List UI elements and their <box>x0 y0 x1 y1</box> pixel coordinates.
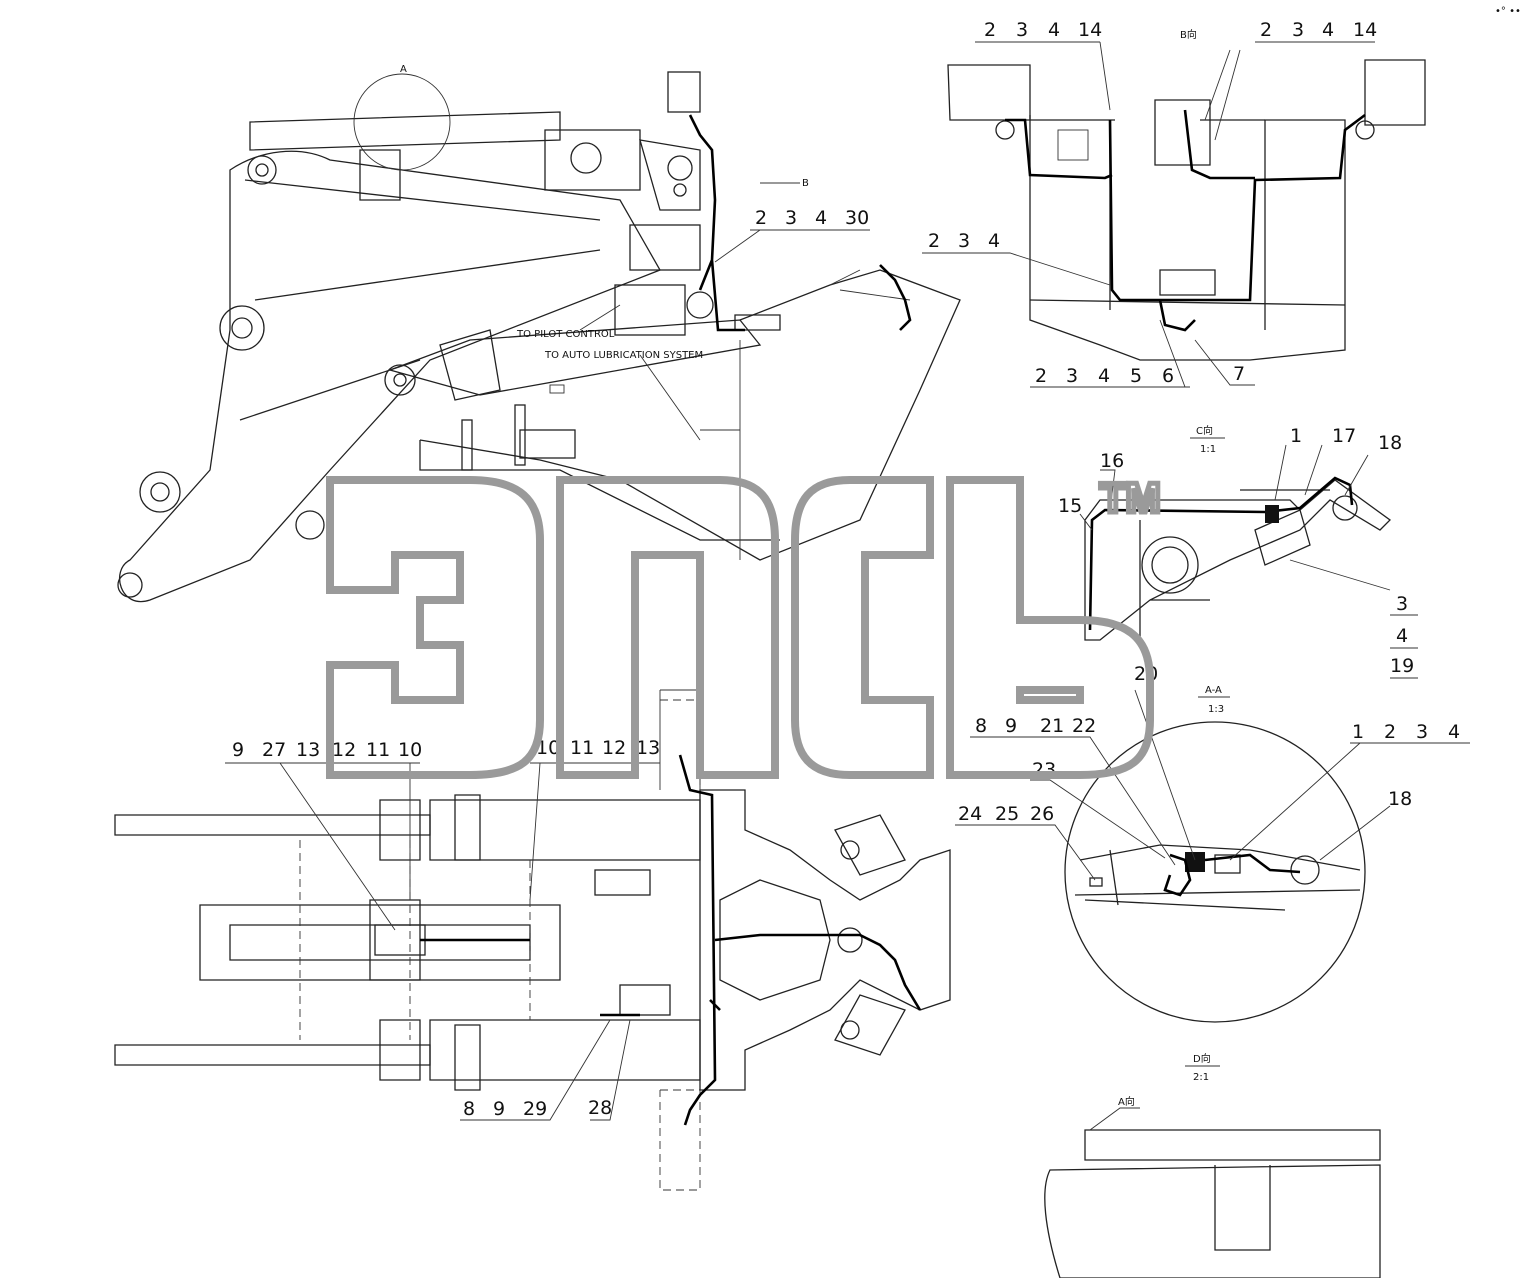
section-aa-scale: 1:3 <box>1208 704 1224 715</box>
callout-side-2: 2 <box>755 207 767 229</box>
callout-c-17: 17 <box>1332 425 1356 447</box>
callout-b-7: 7 <box>1233 363 1245 385</box>
callout-pl-10: 10 <box>398 739 422 761</box>
callout-b3-3: 3 <box>958 230 970 252</box>
callout-pl-27: 27 <box>262 739 286 761</box>
callout-b-14: 14 <box>1078 19 1102 41</box>
detail-a-label: A <box>400 64 407 75</box>
callout-c-18: 18 <box>1378 432 1402 454</box>
callout-b3-4: 4 <box>988 230 1000 252</box>
corner-mark: •° •• <box>1495 6 1521 17</box>
view-c-scale: 1:1 <box>1200 444 1216 455</box>
view-d-label: D向 <box>1193 1052 1211 1065</box>
view-d-scale: 2:1 <box>1193 1072 1209 1083</box>
side-view: B A TO PILOT CONTROL TO AUTO LUBRICATION… <box>117 64 961 603</box>
callout-b2-3: 3 <box>1292 19 1304 41</box>
callout-b2-14: 14 <box>1353 19 1377 41</box>
callout-aa-1: 1 <box>1352 721 1364 743</box>
callout-pl-12: 12 <box>332 739 356 761</box>
watermark-logo: TM <box>326 472 1163 779</box>
callout-b-2: 2 <box>984 19 996 41</box>
callout-pb-9: 9 <box>493 1098 505 1120</box>
callout-bb-2: 2 <box>1035 365 1047 387</box>
callout-b-4: 4 <box>1048 19 1060 41</box>
pilot-control-note: TO PILOT CONTROL <box>516 329 615 340</box>
view-c: C向 1:1 1 17 18 16 15 3 4 19 <box>1058 424 1418 679</box>
auto-lube-note: TO AUTO LUBRICATION SYSTEM <box>544 350 703 361</box>
callout-bb-4: 4 <box>1098 365 1110 387</box>
callout-aa-9: 9 <box>1005 715 1017 737</box>
callout-b3-2: 2 <box>928 230 940 252</box>
section-aa: A-A 1:3 20 8 9 21 22 1 2 3 4 23 18 24 25… <box>955 663 1470 1023</box>
callout-pb-29: 29 <box>523 1098 547 1120</box>
callout-aa-22: 22 <box>1072 715 1096 737</box>
callout-pm-11: 11 <box>570 737 594 759</box>
view-d: D向 2:1 A向 <box>1044 1052 1381 1278</box>
callout-c-1: 1 <box>1290 425 1302 447</box>
callout-bb-3: 3 <box>1066 365 1078 387</box>
callout-aa-26: 26 <box>1030 803 1054 825</box>
callout-aa-25: 25 <box>995 803 1019 825</box>
callout-c-4: 4 <box>1396 625 1408 647</box>
callout-aa-8: 8 <box>975 715 987 737</box>
callout-aa-2: 2 <box>1384 721 1396 743</box>
callout-pb-28: 28 <box>588 1097 612 1119</box>
callout-aa-21: 21 <box>1040 715 1064 737</box>
callout-pb-8: 8 <box>463 1098 475 1120</box>
callout-pm-13: 13 <box>636 737 660 759</box>
view-d-ref: A向 <box>1118 1095 1135 1108</box>
callout-pm-10: 10 <box>536 737 560 759</box>
view-b-arrow-label: B <box>802 178 809 189</box>
callout-c-19: 19 <box>1390 655 1414 677</box>
callout-side-4: 4 <box>815 207 827 229</box>
callout-b-3: 3 <box>1016 19 1028 41</box>
callout-aa-24: 24 <box>958 803 982 825</box>
callout-side-30: 30 <box>845 207 869 229</box>
plan-view: 9 27 13 12 11 10 10 11 12 13 8 9 29 28 <box>114 689 951 1191</box>
callout-aa-18: 18 <box>1388 788 1412 810</box>
callout-b2-2: 2 <box>1260 19 1272 41</box>
callout-bb-6: 6 <box>1162 365 1174 387</box>
callout-pl-13: 13 <box>296 739 320 761</box>
view-b-label: B向 <box>1180 28 1197 41</box>
callout-c-16: 16 <box>1100 450 1124 472</box>
callout-pl-11: 11 <box>366 739 390 761</box>
view-b: 2 3 4 14 B向 2 3 4 14 2 3 4 2 3 4 5 <box>922 19 1426 388</box>
callout-pl-9: 9 <box>232 739 244 761</box>
view-c-label: C向 <box>1196 424 1213 437</box>
callout-aa-4: 4 <box>1448 721 1460 743</box>
callout-c-15: 15 <box>1058 495 1082 517</box>
callout-aa-3: 3 <box>1416 721 1428 743</box>
callout-bb-5: 5 <box>1130 365 1142 387</box>
watermark-tm: TM <box>1100 474 1161 521</box>
callout-pm-12: 12 <box>602 737 626 759</box>
callout-c-3: 3 <box>1396 593 1408 615</box>
callout-b2-4: 4 <box>1322 19 1334 41</box>
callout-side-3: 3 <box>785 207 797 229</box>
section-aa-label: A-A <box>1205 685 1222 696</box>
